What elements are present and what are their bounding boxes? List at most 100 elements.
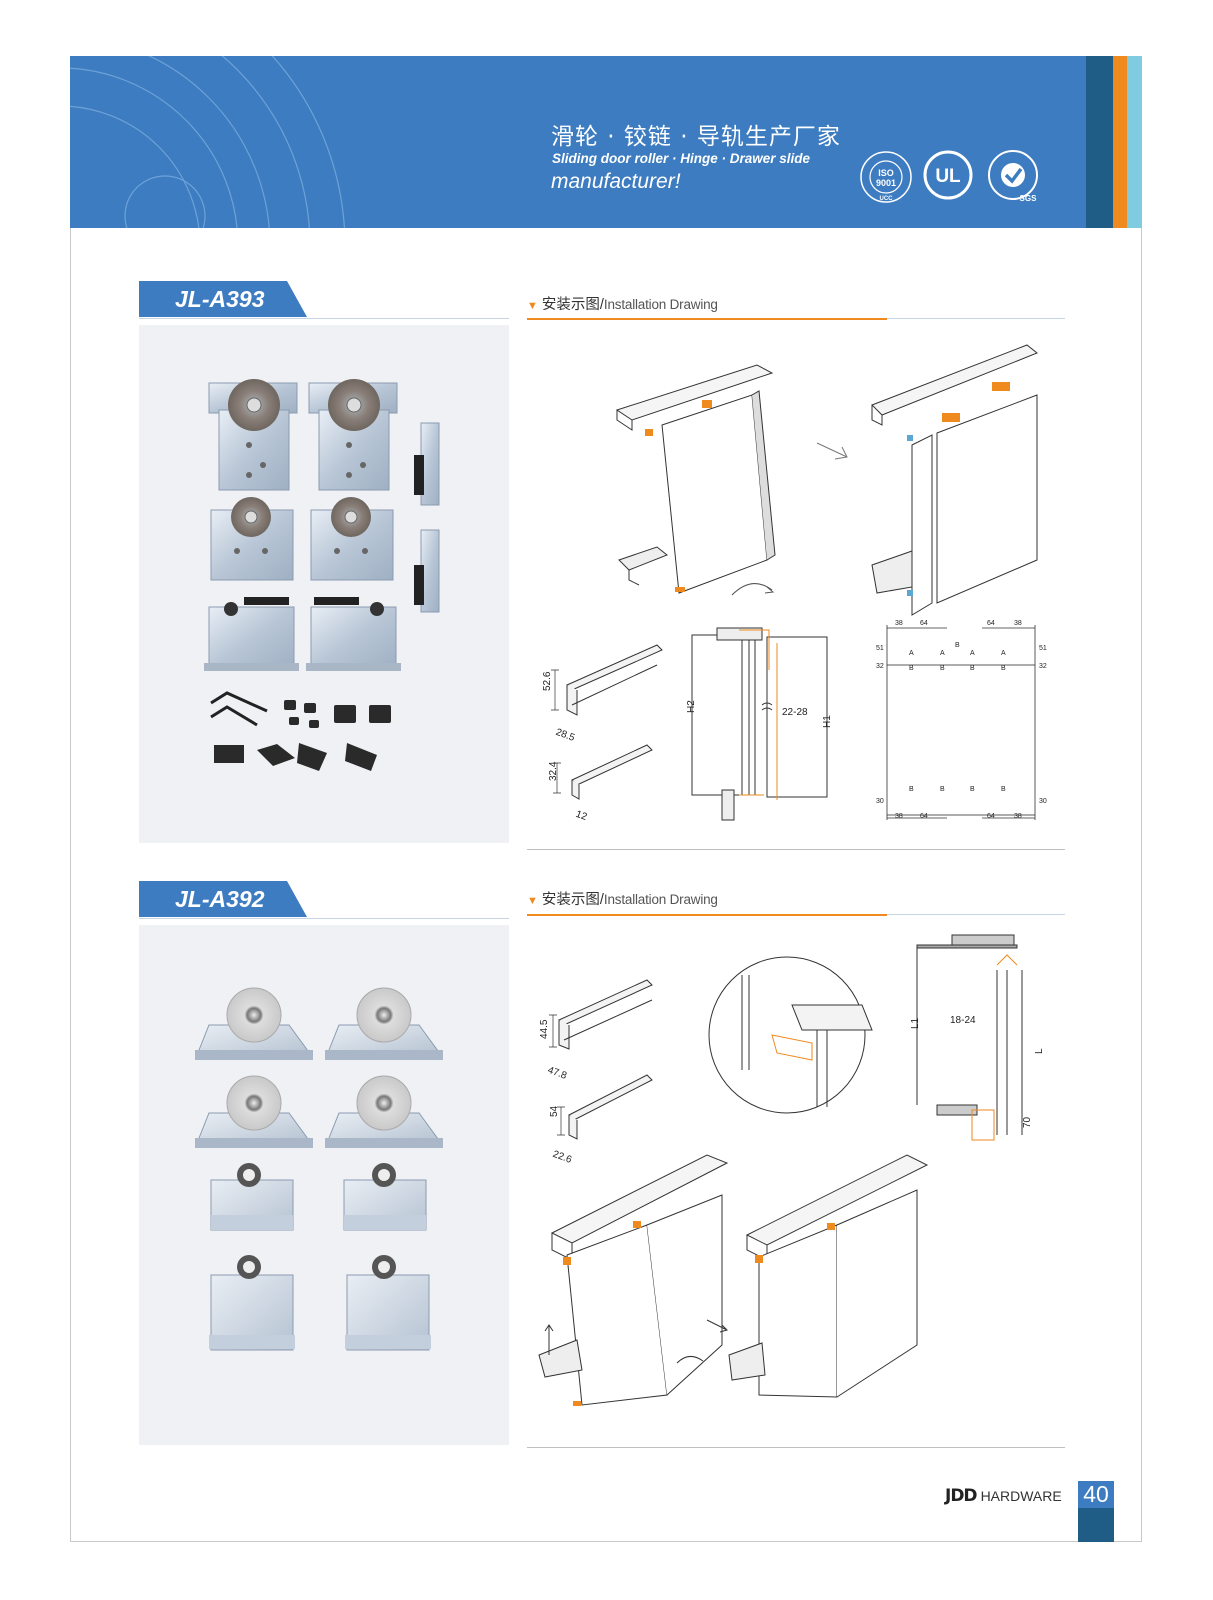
header-subtitle: Sliding door roller · Hinge · Drawer sli… (552, 151, 811, 166)
model-tag-jl-a393: JL-A393 (139, 281, 309, 319)
svg-text:UL: UL (935, 166, 961, 187)
allen-keys (210, 691, 268, 727)
svg-text:A: A (1001, 650, 1006, 657)
svg-text:64: 64 (987, 813, 995, 820)
section-divider (527, 1447, 1065, 1448)
svg-text:B: B (955, 642, 960, 649)
top-roller-right (325, 987, 443, 1060)
triangle-marker-icon: ▼ (527, 300, 538, 312)
middle-roller-left (210, 497, 294, 581)
svg-text:44.5: 44.5 (539, 1019, 550, 1039)
header-title: 滑轮 · 铰链 · 导轨生产厂家 (551, 124, 841, 150)
svg-text:32: 32 (876, 663, 884, 670)
svg-text:64: 64 (987, 620, 995, 627)
triangle-marker-icon: ▼ (527, 895, 538, 907)
tag-underline (139, 918, 509, 919)
svg-text:B: B (909, 665, 914, 672)
product-parts-illustration (204, 379, 440, 771)
svg-text:12: 12 (574, 809, 589, 823)
top-roller-bracket-left (208, 379, 298, 491)
svg-text:B: B (970, 665, 975, 672)
tag-underline (139, 318, 509, 319)
svg-text:64: 64 (920, 620, 928, 627)
sgs-cert-seal: SGS (988, 150, 1038, 203)
svg-text:52.6: 52.6 (542, 671, 553, 691)
middle-roller-right (325, 1075, 443, 1148)
header-stripe-orange (1113, 56, 1127, 228)
brand-logo: JDD (945, 1486, 978, 1506)
product-photo-panel-jl-a393 (139, 325, 509, 843)
top-roller-left (195, 987, 313, 1060)
svg-text:38: 38 (1014, 813, 1022, 820)
section-divider (527, 849, 1065, 850)
svg-text:22.6: 22.6 (551, 1149, 573, 1166)
svg-text:18-24: 18-24 (950, 1015, 976, 1026)
model-tag-jl-a392: JL-A392 (139, 881, 309, 919)
installation-drawing-jl-a392: 44.5 47.8 54 22.6 L1 18-24 L 70 (538, 934, 1045, 1406)
small-fittings (214, 700, 391, 771)
header-band (70, 56, 1086, 228)
svg-text:A: A (909, 650, 914, 657)
svg-text:38: 38 (1014, 620, 1022, 627)
header-stripe-teal (1127, 56, 1142, 228)
svg-text:A: A (970, 650, 975, 657)
svg-text:22-28: 22-28 (782, 707, 808, 718)
svg-text:B: B (970, 786, 975, 793)
iso-cert-seal: ISO 9001 UCC (860, 151, 912, 203)
svg-text:B: B (940, 665, 945, 672)
svg-text:70: 70 (1022, 1116, 1033, 1128)
bottom-plate-right (345, 1255, 431, 1351)
svg-text:51: 51 (1039, 645, 1047, 652)
side-guide-clip-bottom (414, 529, 440, 613)
svg-text:L1: L1 (910, 1017, 921, 1029)
heading-underline (887, 318, 1065, 319)
svg-text:38: 38 (895, 620, 903, 627)
svg-text:30: 30 (1039, 798, 1047, 805)
svg-text:H2: H2 (686, 700, 697, 713)
svg-text:9001: 9001 (876, 178, 896, 188)
ul-cert-seal: UL (923, 150, 973, 200)
guide-plate-right (343, 1163, 427, 1231)
top-roller-bracket-right (308, 379, 398, 491)
svg-text:51: 51 (876, 645, 884, 652)
header-subtitle-2: manufacturer! (551, 170, 681, 193)
header-arc-decoration (70, 56, 345, 228)
svg-text:B: B (909, 786, 914, 793)
svg-text:47.8: 47.8 (546, 1065, 568, 1082)
svg-text:54: 54 (549, 1105, 560, 1117)
svg-text:30: 30 (876, 798, 884, 805)
guide-plate-left (210, 1163, 294, 1231)
svg-text:UCC: UCC (880, 196, 894, 202)
bottom-plate-left (209, 1255, 295, 1351)
svg-text:38: 38 (895, 813, 903, 820)
svg-text:B: B (940, 786, 945, 793)
svg-text:B: B (1001, 786, 1006, 793)
product-parts-illustration (195, 987, 443, 1351)
heading-underline-orange (527, 914, 887, 916)
heading-underline (887, 914, 1065, 915)
svg-text:A: A (940, 650, 945, 657)
product-photo-panel-jl-a392 (139, 925, 509, 1445)
bottom-guide-right (306, 597, 401, 671)
side-guide-clip-top (414, 422, 440, 506)
svg-text:64: 64 (920, 813, 928, 820)
header-stripe-dark (1086, 56, 1113, 228)
svg-text:B: B (1001, 665, 1006, 672)
model-label: JL-A392 (175, 886, 265, 912)
svg-text:ISO: ISO (878, 168, 894, 178)
heading-underline-orange (527, 318, 887, 320)
svg-text:32.4: 32.4 (548, 761, 559, 781)
middle-roller-left (195, 1075, 313, 1148)
svg-text:28.5: 28.5 (554, 727, 576, 744)
model-label: JL-A393 (175, 286, 265, 312)
brand-text: HARDWARE (980, 1488, 1062, 1504)
installation-drawing-heading: ▼安装示图/Installation Drawing (527, 892, 718, 908)
svg-text:H1: H1 (822, 715, 833, 728)
svg-text:L: L (1034, 1048, 1045, 1054)
svg-text:32: 32 (1039, 663, 1047, 670)
installation-drawing-heading: ▼安装示图/Installation Drawing (527, 297, 718, 313)
page-number: 40 (1078, 1481, 1114, 1508)
bottom-guide-left (204, 597, 299, 671)
svg-text:SGS: SGS (1020, 194, 1038, 203)
